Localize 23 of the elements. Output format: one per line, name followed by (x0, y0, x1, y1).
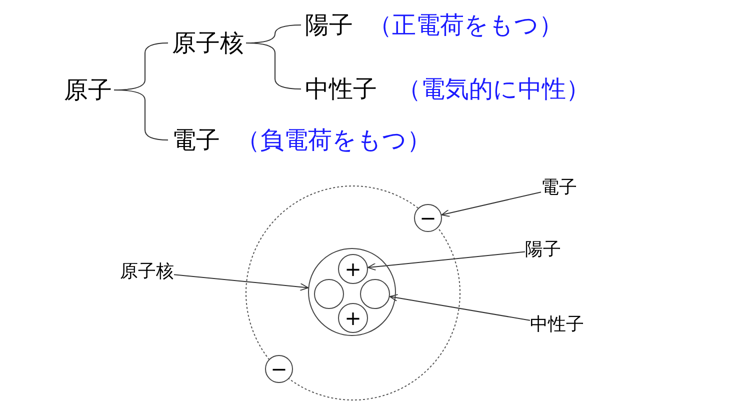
term-label: 中性子 (305, 74, 377, 104)
term-label: 中性子 (530, 314, 584, 336)
leader-arrow (174, 274, 309, 291)
leader-arrow (367, 251, 526, 271)
term-label: 電子 (541, 177, 577, 199)
brace (114, 90, 168, 140)
charged-particle-circle: − (414, 204, 442, 232)
description-label: （正電荷をもつ） (368, 10, 563, 40)
description-label: （電気的に中性） (397, 74, 590, 104)
leader-arrow (441, 192, 542, 217)
term-label: 原子核 (120, 261, 174, 283)
leader-arrow (389, 294, 530, 321)
term-label: 電子 (172, 126, 220, 154)
nucleus-circle (308, 248, 396, 336)
term-label: 原子 (64, 76, 112, 104)
charged-particle-circle: + (338, 254, 368, 284)
charged-particle-circle: + (338, 303, 368, 333)
brace (246, 42, 302, 90)
description-label: （負電荷をもつ） (236, 126, 431, 154)
term-label: 陽子 (525, 239, 561, 261)
term-label: 陽子 (305, 10, 353, 40)
term-label: 原子核 (172, 28, 244, 58)
charged-particle-circle: − (265, 355, 293, 383)
